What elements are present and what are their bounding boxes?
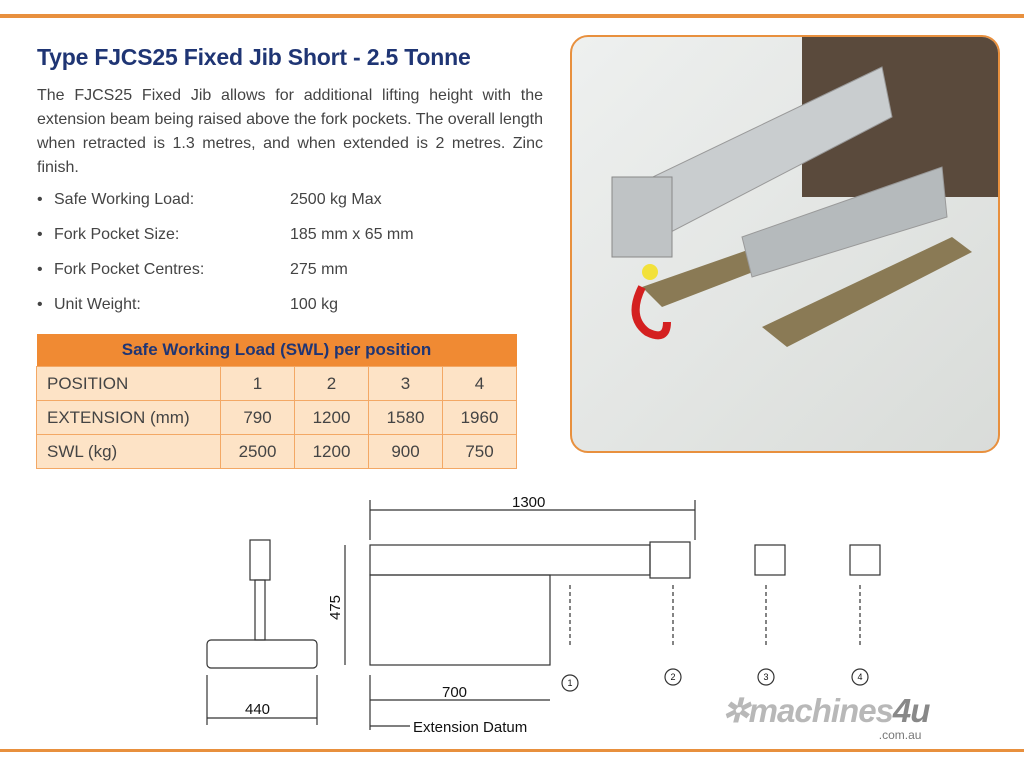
logo-snowflake-icon: ✲ <box>722 692 750 729</box>
cell: 1580 <box>368 400 443 435</box>
cell: 1200 <box>294 434 369 469</box>
cell: 1 <box>220 366 295 401</box>
logo-domain: .com.au <box>878 728 922 742</box>
position-marker: 3 <box>763 672 768 682</box>
cell: 790 <box>220 400 295 435</box>
cell: 900 <box>368 434 443 469</box>
position-marker: 1 <box>567 678 572 688</box>
dim-pocket: 700 <box>442 684 467 701</box>
spec-value: 100 kg <box>290 296 339 313</box>
bullet: • <box>37 226 43 243</box>
dim-height: 475 <box>327 595 344 620</box>
cell: 4 <box>442 366 517 401</box>
spec-label: Fork Pocket Centres: <box>54 261 205 278</box>
description: The FJCS25 Fixed Jib allows for addition… <box>37 87 543 176</box>
cell: SWL (kg) <box>36 434 221 469</box>
position-marker: 4 <box>857 672 862 682</box>
dim-length: 1300 <box>512 494 545 511</box>
spec-item: • Fork Pocket Centres: 275 mm <box>37 258 544 293</box>
spec-label: Fork Pocket Size: <box>54 226 180 243</box>
spec-item: • Fork Pocket Size: 185 mm x 65 mm <box>37 223 544 258</box>
cell: 1200 <box>294 400 369 435</box>
bullet: • <box>37 261 43 278</box>
cell: 2500 <box>220 434 295 469</box>
spec-value: 2500 kg Max <box>290 191 382 208</box>
bullet: • <box>37 296 43 313</box>
cell: 1960 <box>442 400 517 435</box>
machines4u-logo-block: ✲machines4u .com.au <box>722 692 931 743</box>
spec-label: Unit Weight: <box>54 296 141 313</box>
spec-list: • Safe Working Load: 2500 kg Max • Fork Poc… <box>37 188 544 328</box>
cell: 750 <box>442 434 517 469</box>
machines4u-logo: ✲machines4u <box>722 692 931 729</box>
spec-item: • Unit Weight: 100 kg <box>37 293 544 328</box>
top-rule <box>0 14 1024 18</box>
spec-value: 275 mm <box>290 261 348 278</box>
swl-table: Safe Working Load (SWL) per position POS… <box>36 334 517 469</box>
extension-datum: Extension Datum <box>413 719 527 736</box>
spec-label: Safe Working Load: <box>54 191 195 208</box>
jib-illustration <box>611 37 998 347</box>
cell: 2 <box>294 366 369 401</box>
logo-4u: 4u <box>892 692 931 729</box>
product-info: Type FJCS25 Fixed Jib Short - 2.5 Tonne … <box>36 42 544 469</box>
product-photo <box>570 35 1000 453</box>
table-caption: Safe Working Load (SWL) per position <box>36 334 517 367</box>
logo-name: machines <box>748 692 894 729</box>
technical-drawing: 1300 475 700 440 Extension Datum 1 2 3 4 <box>206 494 881 736</box>
position-marker: 2 <box>670 672 675 682</box>
cell: 3 <box>368 366 443 401</box>
cell: POSITION <box>36 366 221 401</box>
spec-value: 185 mm x 65 mm <box>290 226 414 243</box>
cell: EXTENSION (mm) <box>36 400 221 435</box>
bottom-rule <box>0 749 1024 752</box>
spec-item: • Safe Working Load: 2500 kg Max <box>37 188 544 223</box>
bullet: • <box>37 191 43 208</box>
page-title: Type FJCS25 Fixed Jib Short - 2.5 Tonne <box>37 44 471 70</box>
dim-width: 440 <box>245 701 270 718</box>
